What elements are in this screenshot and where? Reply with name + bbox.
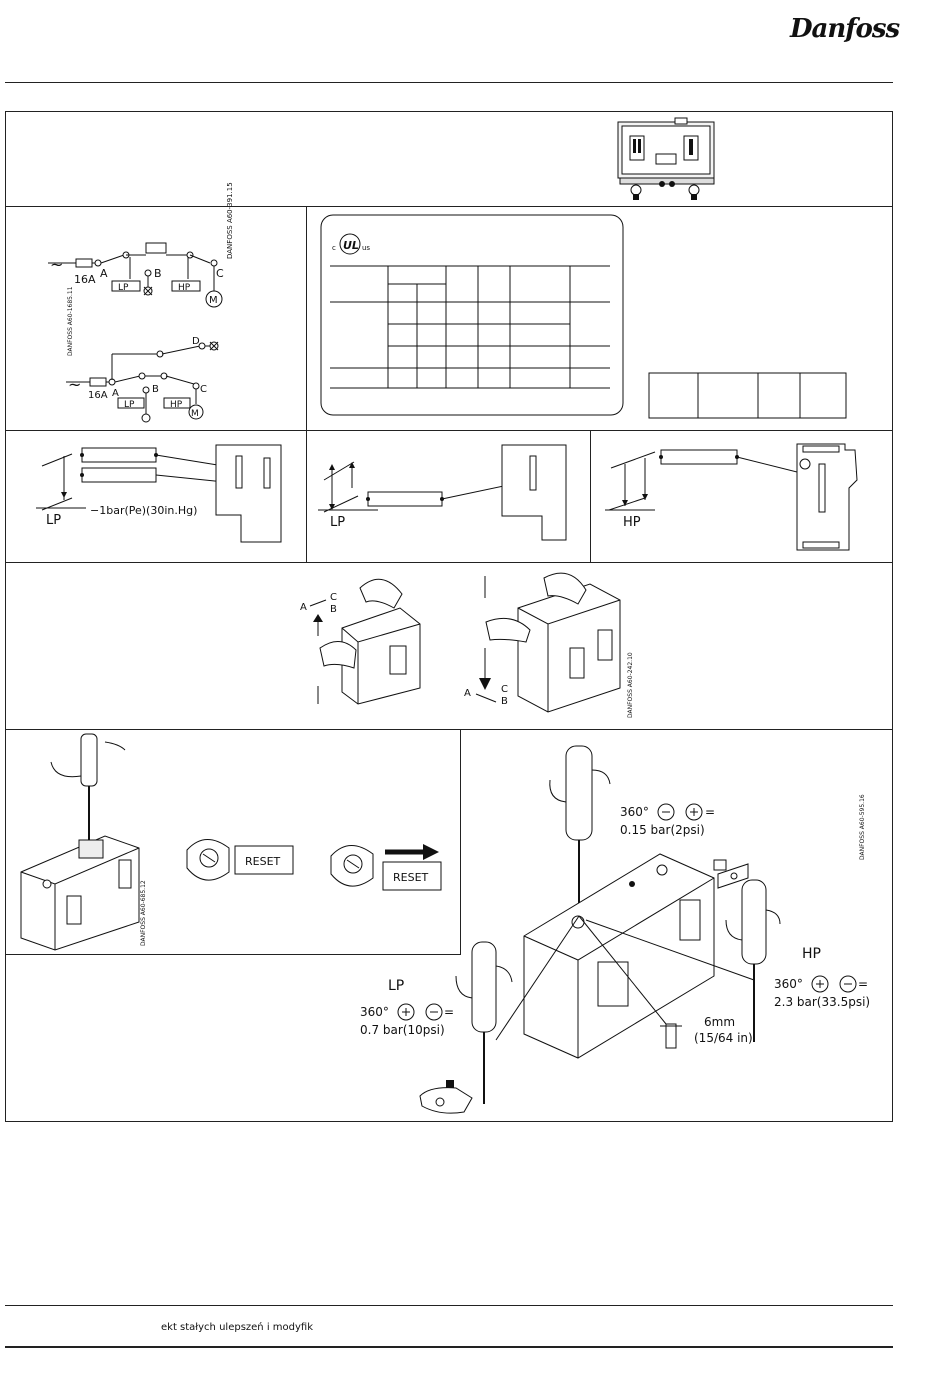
test-a-2: A bbox=[464, 688, 471, 699]
wiring-diagram-1: ~ 16A A C B LP HP M DANFOSS A60-391.15 bbox=[48, 182, 234, 308]
scale-hp-label: HP bbox=[623, 515, 641, 530]
hp-switch-2: HP bbox=[170, 400, 183, 410]
product-image bbox=[617, 117, 715, 200]
setting-eq-hp: = bbox=[858, 977, 868, 991]
svg-text:~: ~ bbox=[50, 255, 63, 274]
divider-3 bbox=[5, 562, 893, 563]
terminal-b-2: B bbox=[152, 384, 159, 395]
scale-lp-differential: LP −1bar(Pe)(30in.Hg) bbox=[36, 444, 282, 543]
vdivider-reset bbox=[460, 729, 461, 955]
setting-deg-lp: 360° bbox=[360, 1005, 389, 1019]
setting-illustration: 360° = 0.15 bar(2psi) DANFOSS A60-595.16… bbox=[360, 745, 870, 1114]
motor-symbol-2: M bbox=[191, 409, 199, 419]
ul-us: us bbox=[362, 244, 370, 252]
terminal-c-2: C bbox=[200, 384, 207, 395]
test-a-1: A bbox=[300, 602, 307, 613]
vdivider-scale-1 bbox=[306, 430, 307, 562]
wiring-diagram-2: DANFOSS A60-1685.11 ~ 16A A D C B LP HP … bbox=[66, 286, 219, 423]
terminal-a-2: A bbox=[112, 388, 119, 399]
setting-deg-top: 360° bbox=[620, 805, 649, 819]
divider-2 bbox=[5, 430, 893, 431]
divider-5 bbox=[5, 954, 461, 955]
header-rule bbox=[5, 82, 893, 83]
vdivider-wiring bbox=[306, 206, 307, 430]
setting-hp-label: HP bbox=[802, 946, 821, 962]
test-c-2: C bbox=[501, 684, 508, 695]
setting-gap-in: (15/64 in) bbox=[694, 1031, 753, 1045]
footer-rule-bottom bbox=[5, 1346, 893, 1348]
test-b-2: B bbox=[501, 696, 508, 707]
logo-text: Danfoss bbox=[790, 14, 900, 44]
hp-switch: HP bbox=[178, 283, 191, 293]
motor-symbol: M bbox=[209, 295, 218, 306]
setting-lp-value: 0.7 bar(10psi) bbox=[360, 1023, 445, 1037]
scale-lp-label-1: LP bbox=[46, 513, 61, 528]
test-b-1: B bbox=[330, 604, 337, 615]
test-c-1: C bbox=[330, 592, 337, 603]
footer-rule-top bbox=[5, 1305, 893, 1306]
setting-gap: 6mm bbox=[704, 1015, 735, 1029]
lp-switch-2: LP bbox=[124, 400, 135, 410]
divider-4 bbox=[5, 729, 893, 730]
scale-lp-range: LP bbox=[318, 444, 567, 541]
setting-eq-lp: = bbox=[444, 1005, 454, 1019]
ul-rating-table: c UL us bbox=[320, 214, 624, 416]
svg-text:~: ~ bbox=[68, 375, 81, 394]
reset-label-1: RESET bbox=[245, 855, 281, 868]
terminal-d: D bbox=[192, 336, 200, 347]
setting-top-value: 0.15 bar(2psi) bbox=[620, 823, 705, 837]
danfoss-logo: Danfoss bbox=[790, 14, 900, 44]
setting-deg-hp: 360° bbox=[774, 977, 803, 991]
lp-switch: LP bbox=[118, 283, 129, 293]
fuse-label-2: 16A bbox=[88, 390, 108, 401]
scale-lp-label-2: LP bbox=[330, 515, 345, 530]
reset-label-2: RESET bbox=[393, 871, 429, 884]
ul-c: c bbox=[332, 244, 336, 252]
divider-1 bbox=[5, 206, 893, 207]
small-table bbox=[648, 372, 847, 419]
terminal-b: B bbox=[154, 267, 162, 280]
reset-code: DANFOSS A60-685.12 bbox=[140, 880, 147, 946]
wiring-code-1: DANFOSS A60-391.15 bbox=[226, 182, 234, 259]
setting-hp-value: 2.3 bar(33.5psi) bbox=[774, 995, 870, 1009]
wiring-code-2: DANFOSS A60-1685.11 bbox=[67, 286, 74, 356]
test-code: DANFOSS A60-242.10 bbox=[627, 652, 634, 718]
manual-test-illustration: A C B A C B DANFOSS A60-242.10 bbox=[300, 572, 634, 718]
setting-eq-top: = bbox=[705, 805, 715, 819]
terminal-a: A bbox=[100, 267, 108, 280]
fuse-label: 16A bbox=[74, 273, 96, 286]
vacuum-text: −1bar(Pe)(30in.Hg) bbox=[90, 504, 197, 517]
figure-frame bbox=[5, 111, 893, 1122]
ul-mark: UL bbox=[343, 239, 359, 252]
scale-hp-range: HP bbox=[605, 443, 858, 551]
setting-lp-label: LP bbox=[388, 978, 404, 994]
reset-illustration: DANFOSS A60-685.12 RESET RESET bbox=[20, 733, 442, 951]
terminal-c: C bbox=[216, 267, 224, 280]
footer-note: ekt stałych ulepszeń i modyfik bbox=[161, 1322, 313, 1333]
setting-code: DANFOSS A60-595.16 bbox=[859, 794, 866, 860]
vdivider-scale-2 bbox=[590, 430, 591, 562]
